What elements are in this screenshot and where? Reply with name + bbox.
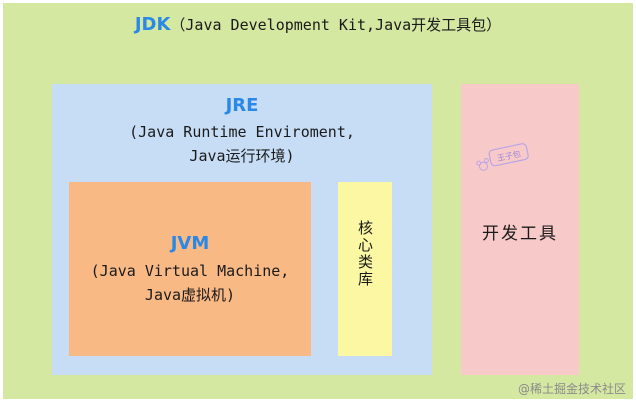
stamp-text: 王子包 <box>496 148 522 163</box>
author-stamp-icon: 王子包 <box>476 143 529 171</box>
jdk-abbr: JDK <box>134 14 171 35</box>
jvm-title: JVM <box>69 234 311 254</box>
core-library-box: 核心类库 <box>338 182 392 356</box>
jre-desc-line2: Java运行环境) <box>189 147 295 165</box>
dev-tools-label: 开发工具 <box>482 224 558 244</box>
jvm-desc-line2: Java虚拟机) <box>144 286 236 304</box>
core-library-label: 核心类库 <box>356 220 374 288</box>
jre-desc-line1: (Java Runtime Enviroment, <box>129 123 355 141</box>
watermark: @稀土掘金技术社区 <box>517 382 626 396</box>
jre-title: JRE <box>52 96 432 116</box>
jdk-title: JDK（Java Development Kit,Java开发工具包） <box>0 15 636 35</box>
jvm-box: JVM (Java Virtual Machine, Java虚拟机) <box>69 182 311 356</box>
jvm-abbr: JVM <box>170 233 210 254</box>
jdk-desc: （Java Development Kit,Java开发工具包） <box>170 16 502 34</box>
dev-tools-box: 开发工具 <box>461 84 579 375</box>
jre-abbr: JRE <box>225 95 259 116</box>
jvm-desc-line1: (Java Virtual Machine, <box>90 262 290 280</box>
